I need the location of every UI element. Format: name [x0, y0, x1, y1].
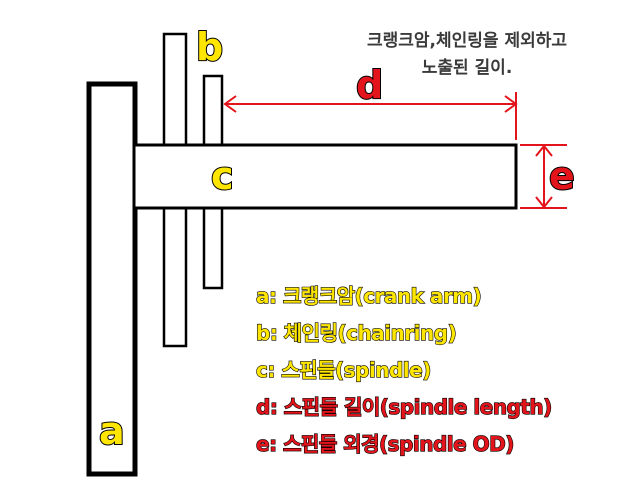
legend-item-chainring: b: 체인링(chainring) [255, 320, 457, 345]
label-c: c [210, 154, 234, 198]
d-arrow-right [504, 95, 518, 113]
legend-item-spindle-od: e: 스핀들 외경(spindle OD) [255, 431, 515, 456]
exclusion-note: 크랭크암,체인링을 제외하고 노출된 길이. [322, 28, 612, 82]
legend-item-spindle-length: d: 스핀들 길이(spindle length) [255, 394, 553, 419]
d-arrow-left [223, 95, 237, 113]
label-e: e [548, 154, 576, 198]
legend-item-crank-arm: a: 크랭크암(crank arm) [255, 283, 482, 308]
legend-item-spindle: c: 스핀들(spindle) [255, 357, 432, 382]
note-line-1: 크랭크암,체인링을 제외하고 [366, 31, 568, 51]
e-arrow-bottom [535, 196, 553, 209]
crank-arm [86, 81, 138, 477]
spindle [132, 143, 518, 210]
e-arrow-top [535, 144, 553, 157]
label-b: b [195, 25, 224, 69]
note-line-2: 노출된 길이. [421, 58, 513, 78]
legend: a: 크랭크암(crank arm) b: 체인링(chainring) c: … [255, 278, 553, 463]
label-a: a [98, 409, 126, 453]
label-d: d [355, 63, 384, 107]
